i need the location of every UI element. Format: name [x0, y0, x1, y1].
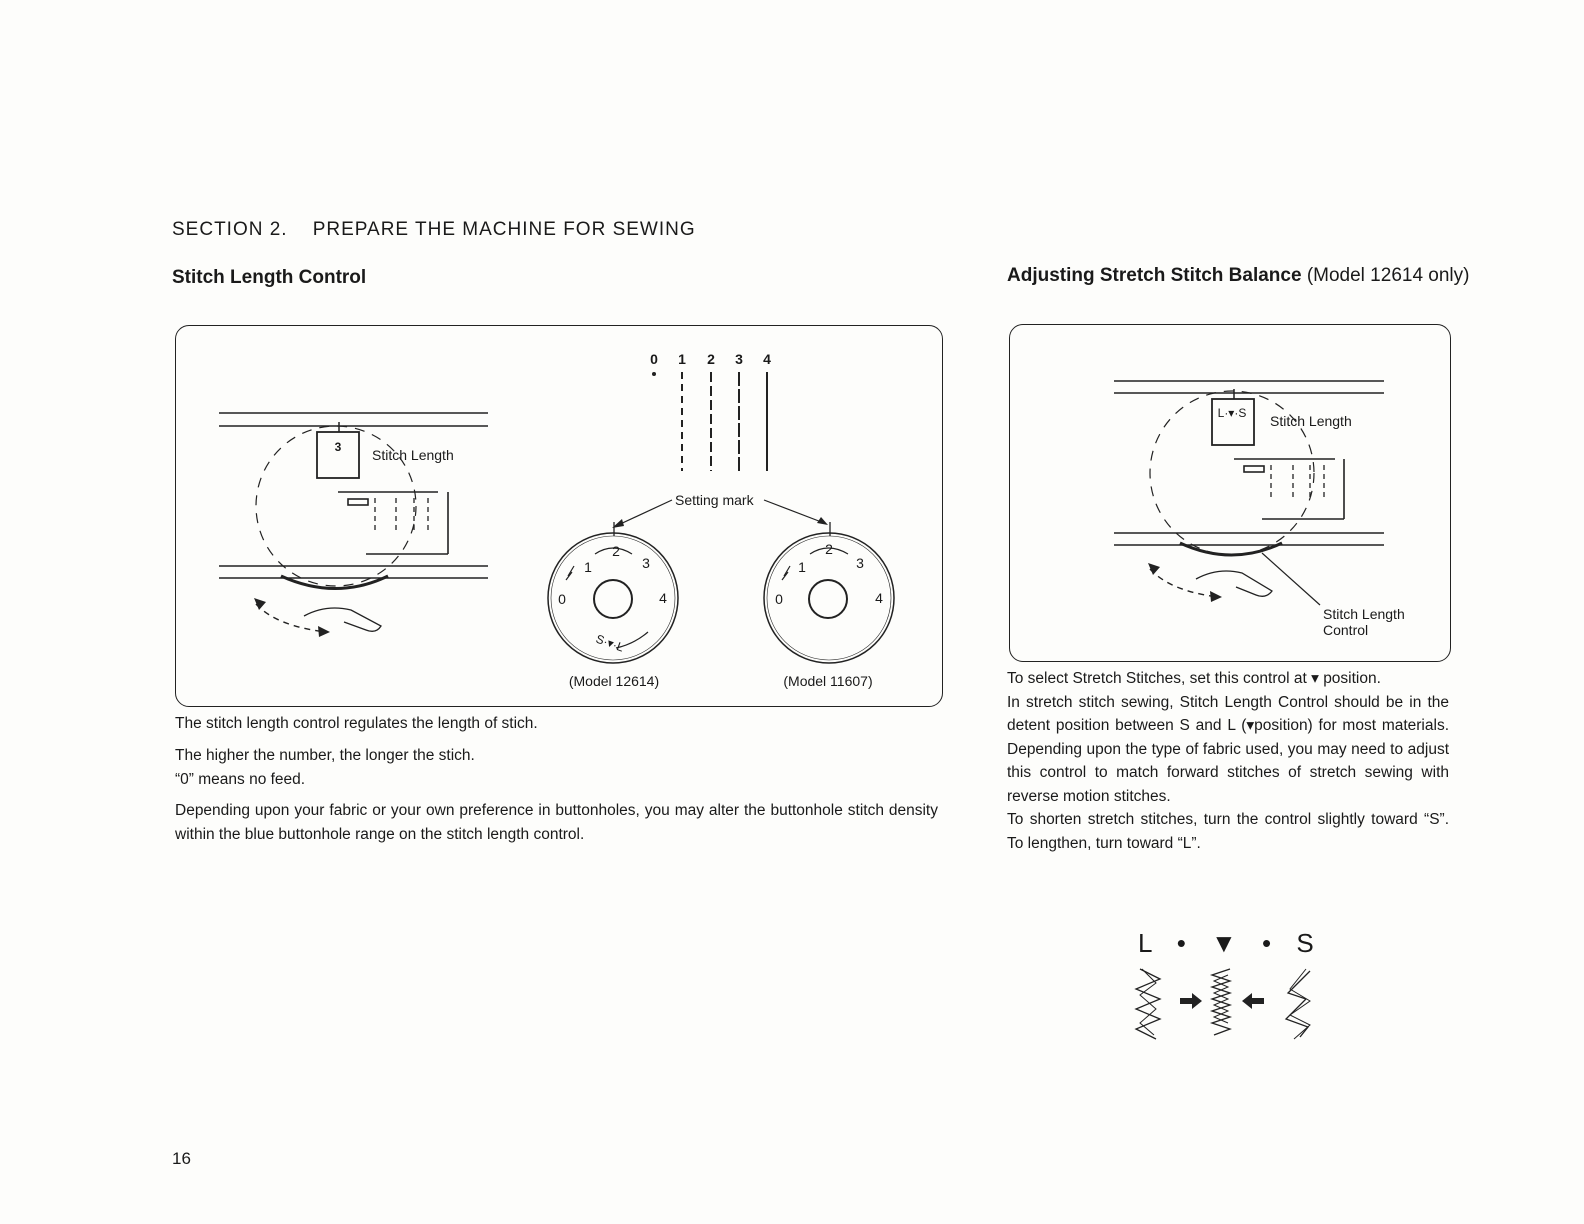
long-stitch-zigzag-reverse [1139, 968, 1157, 1036]
model-12614-caption: (Model 12614) [569, 673, 659, 689]
control-label-line2: Control [1323, 622, 1368, 638]
paragraph-buttonhole-density: Depending upon your fabric or your own p… [175, 802, 938, 843]
stitch-length-diagram: 3 Stitch Length 0 1 2 3 4 Setting mark [219, 351, 895, 689]
page-number: 16 [172, 1149, 191, 1168]
paragraph-higher-number: The higher the number, the longer the st… [175, 747, 475, 764]
paragraph-zero-no-feed: “0” means no feed. [175, 771, 306, 788]
dial-a-number-4: 4 [659, 590, 667, 606]
indicator-window [316, 431, 360, 479]
arrow-left-icon [1242, 993, 1264, 1009]
stretch-balance-heading: Adjusting Stretch Stitch Balance (Model … [1007, 265, 1469, 287]
paragraph-shorten-lengthen: To shorten stretch stitches, turn the co… [1007, 811, 1449, 852]
dial-b-number-1: 1 [798, 559, 806, 575]
dial-b-number-2: 2 [825, 541, 833, 557]
dial-b-number-3: 3 [856, 555, 864, 571]
setting-mark-label: Setting mark [675, 492, 755, 508]
indicator-window [1211, 398, 1255, 446]
dial-a-number-2: 2 [612, 543, 620, 559]
indicator-value: 3 [335, 440, 342, 454]
stitch-length-figure: 3 Stitch Length 0 1 2 3 4 Setting mark [175, 325, 943, 707]
control-label-line1: Stitch Length [1323, 606, 1405, 622]
stitch-balance-illustration [1134, 968, 1311, 1040]
balanced-stitch-zigzag-reverse [1212, 974, 1230, 1024]
dial-a-number-3: 3 [642, 555, 650, 571]
dial-model-12614: 2 1 3 0 4 S·▾·L [547, 532, 679, 664]
stitch-length-label: Stitch Length [372, 447, 454, 463]
stretch-instructions: To select Stretch Stitches, set this con… [1007, 667, 1449, 855]
dial-b-number-4: 4 [875, 590, 883, 606]
stretch-balance-heading-model: (Model 12614 only) [1301, 265, 1470, 286]
stitch-length-heading: Stitch Length Control [172, 267, 367, 288]
dial-a-number-0: 0 [558, 591, 566, 607]
dial-outline [255, 425, 417, 587]
short-stitch-zigzag [1284, 970, 1311, 1038]
scale-number-2: 2 [707, 351, 715, 367]
stitch-length-label: Stitch Length [1270, 413, 1352, 429]
paragraph-detent-position: In stretch stitch sewing, Stitch Length … [1007, 693, 1449, 805]
scale-number-4: 4 [763, 351, 771, 367]
scale-number-1: 1 [678, 351, 686, 367]
dial-model-11607: 2 1 3 0 4 [763, 532, 895, 664]
dial-b-number-0: 0 [775, 591, 783, 607]
stretch-balance-diagram: L·▾·S Stitch Length Stitch Length Contro… [1114, 380, 1405, 638]
paragraph-control-regulates: The stitch length control regulates the … [175, 715, 538, 732]
dial-a-number-1: 1 [584, 559, 592, 575]
scale-number-3: 3 [735, 351, 743, 367]
short-stitch-zigzag-reverse [1289, 968, 1311, 1040]
stretch-balance-heading-bold: Adjusting Stretch Stitch Balance [1007, 265, 1302, 286]
indicator-letters: L·▾·S [1218, 406, 1247, 420]
model-11607-caption: (Model 11607) [783, 673, 872, 689]
arrow-right-icon [1180, 993, 1202, 1009]
dial-a-stretch-letters: S·▾·L [594, 632, 626, 655]
section-title: SECTION 2. PREPARE THE MACHINE FOR SEWIN… [172, 219, 696, 240]
stretch-balance-figure: L·▾·S Stitch Length Stitch Length Contro… [1009, 324, 1451, 662]
scale-number-0: 0 [650, 351, 658, 367]
long-stitch-zigzag [1134, 968, 1162, 1040]
balance-letters: L • ▼ • S [1138, 928, 1314, 958]
paragraph-select-stretch: To select Stretch Stitches, set this con… [1007, 670, 1381, 687]
